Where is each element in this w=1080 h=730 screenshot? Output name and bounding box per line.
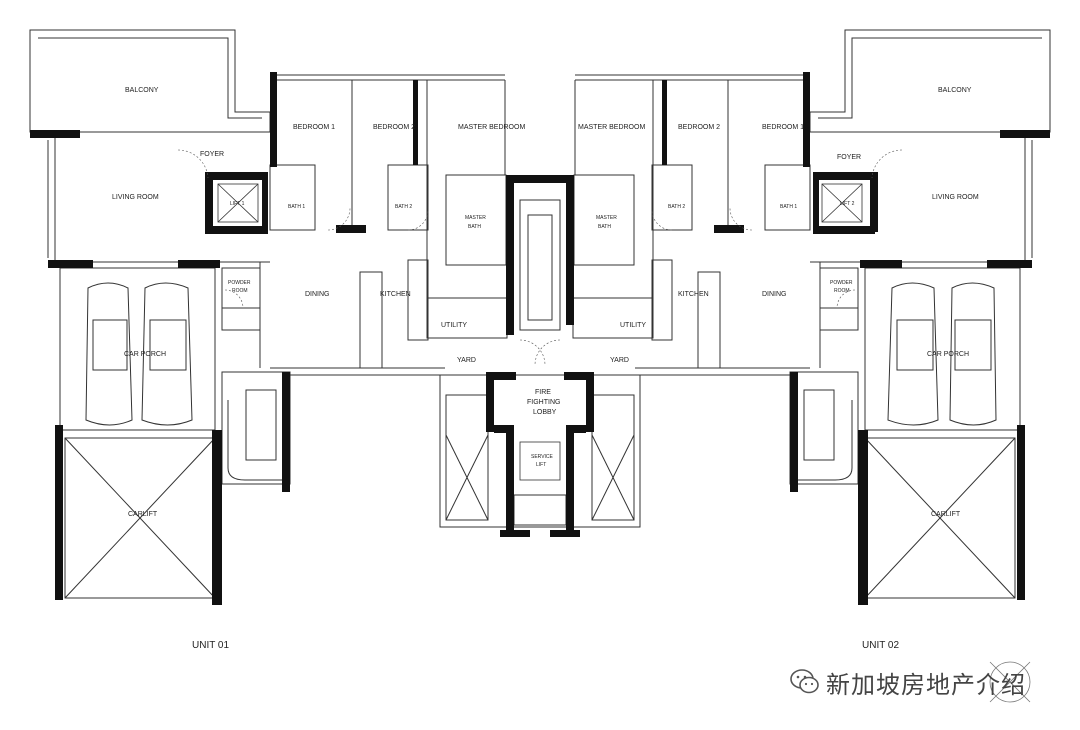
wechat-icon (790, 669, 819, 694)
compass-icon (989, 661, 1031, 703)
label-fire-lobby-3: LOBBY (533, 409, 557, 416)
label-dining-right: DINING (762, 291, 787, 298)
label-service-lift-1: SERVICE (531, 454, 554, 460)
label-kitchen-left: KITCHEN (380, 291, 411, 298)
label-bath2-left: BATH 2 (395, 204, 412, 210)
label-master-bath-right-2: BATH (598, 224, 611, 230)
label-powder-left-2: ROOM (232, 288, 248, 294)
label-balcony-right: BALCONY (938, 87, 972, 94)
label-bedroom1-left: BEDROOM 1 (293, 124, 335, 131)
label-powder-left-1: POWDER (228, 280, 251, 286)
label-dining-left: DINING (305, 291, 330, 298)
label-kitchen-right: KITCHEN (678, 291, 709, 298)
label-living-right: LIVING ROOM (932, 194, 979, 201)
label-bath1-right: BATH 1 (780, 204, 797, 210)
label-bedroom2-right: BEDROOM 2 (678, 124, 720, 131)
label-foyer-right: FOYER (837, 154, 861, 161)
label-unit-01: UNIT 01 (192, 640, 229, 651)
label-utility-left: UTILITY (441, 322, 467, 329)
label-car-porch-left: CAR PORCH (124, 351, 166, 358)
label-powder-right-1: POWDER (830, 280, 853, 286)
label-bath2-right: BATH 2 (668, 204, 685, 210)
label-balcony-left: BALCONY (125, 87, 159, 94)
watermark-text: 新加坡房地产介绍 (826, 670, 1026, 699)
label-master-bedroom-right: MASTER BEDROOM (578, 124, 645, 131)
label-master-bath-left-2: BATH (468, 224, 481, 230)
label-carlift-left: CARLIFT (128, 511, 158, 518)
label-foyer-left: FOYER (200, 151, 224, 158)
label-master-bath-right-1: MASTER (596, 215, 617, 221)
watermark: 新加坡房地产介绍 (790, 664, 1026, 700)
label-powder-right-2: ROOM (834, 288, 850, 294)
label-master-bedroom-left: MASTER BEDROOM (458, 124, 525, 131)
label-living-left: LIVING ROOM (112, 194, 159, 201)
label-bedroom2-left: BEDROOM 2 (373, 124, 415, 131)
label-service-lift-2: LIFT (536, 462, 546, 468)
label-yard-right: YARD (610, 357, 629, 364)
label-car-porch-right: CAR PORCH (927, 351, 969, 358)
label-lift-left: LIFT 1 (230, 201, 245, 207)
label-utility-right: UTILITY (620, 322, 646, 329)
label-carlift-right: CARLIFT (931, 511, 961, 518)
label-yard-left: YARD (457, 357, 476, 364)
label-bath1-left: BATH 1 (288, 204, 305, 210)
label-unit-02: UNIT 02 (862, 640, 899, 651)
label-fire-lobby-2: FIGHTING (527, 399, 560, 406)
balcony-left (29, 29, 271, 133)
label-bedroom1-right: BEDROOM 1 (762, 124, 804, 131)
balcony-right (809, 29, 1051, 133)
label-lift-right: LIFT 2 (840, 201, 855, 207)
label-fire-lobby-1: FIRE (535, 389, 551, 396)
label-master-bath-left-1: MASTER (465, 215, 486, 221)
